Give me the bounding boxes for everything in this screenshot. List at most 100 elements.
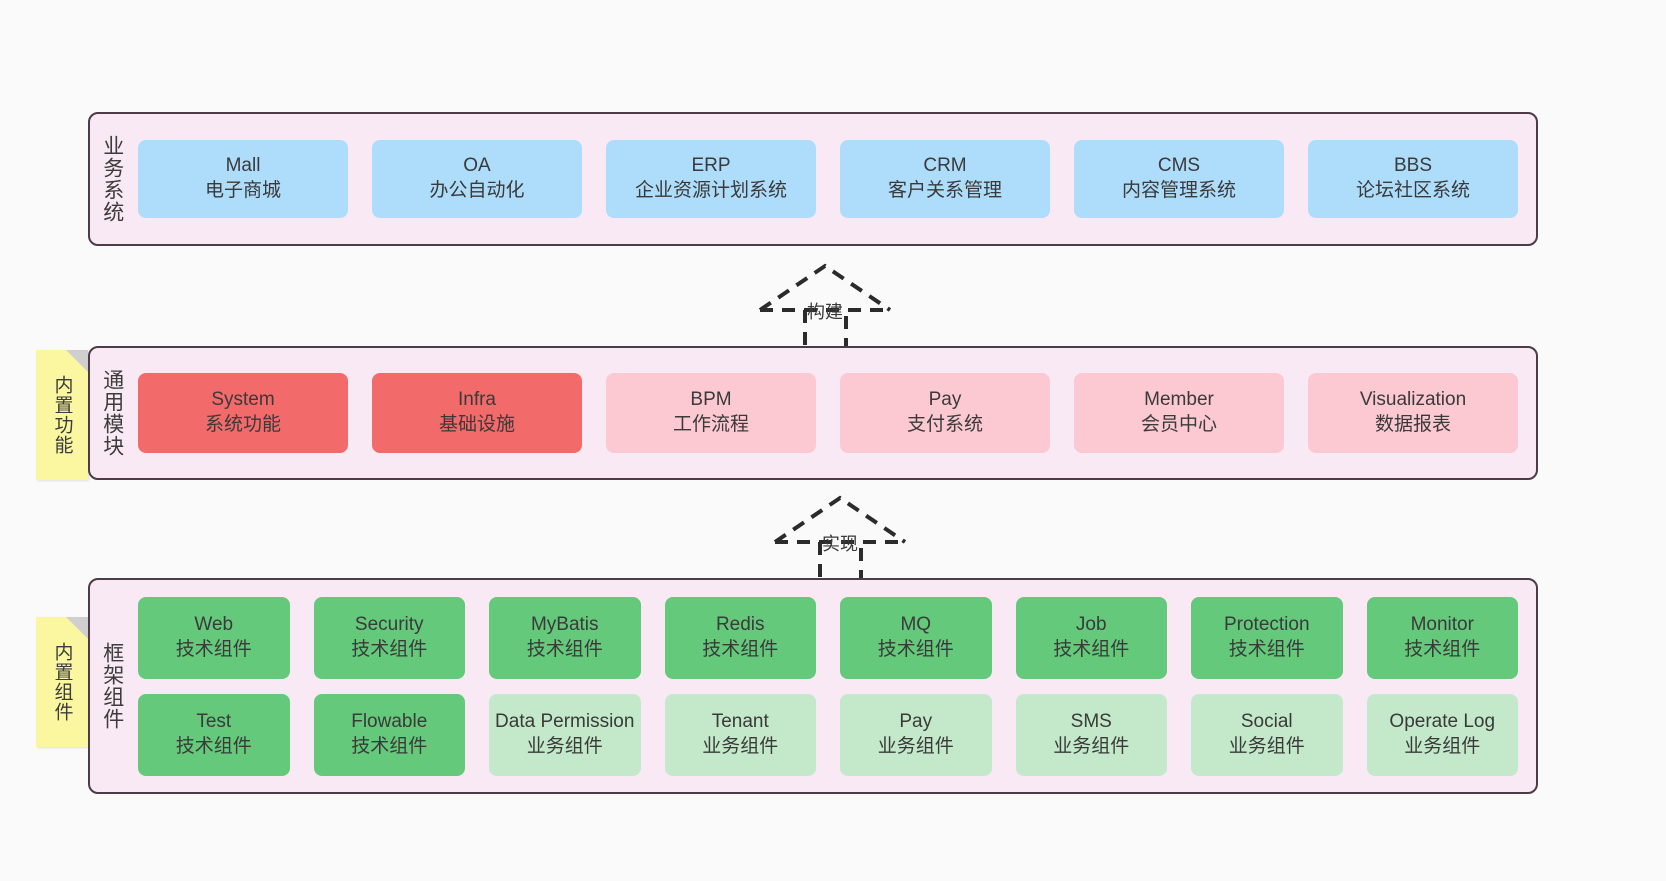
node-title: Job [1075, 613, 1107, 635]
node-mybatis[interactable]: MyBatis 技术组件 [489, 596, 641, 679]
node-subtitle: 技术组件 [1053, 638, 1130, 660]
layer-common-module: 通用模块 System 系统功能 Infra 基础设施 BPM 工作流程 Pay… [88, 346, 1538, 480]
node-title: System [211, 389, 275, 411]
node-pay[interactable]: Pay 支付系统 [840, 373, 1050, 453]
note-label: 内置功能 [51, 375, 73, 455]
node-subtitle: 业务组件 [877, 735, 954, 757]
node-title: MyBatis [530, 613, 599, 635]
layer-row-business: Test 技术组件 Flowable 技术组件 Data Permission … [138, 693, 1518, 776]
node-crm[interactable]: CRM 客户关系管理 [840, 140, 1050, 218]
layer-row-tech: Web 技术组件 Security 技术组件 MyBatis 技术组件 Redi… [138, 596, 1518, 679]
node-flowable[interactable]: Flowable 技术组件 [313, 693, 465, 776]
node-pay-component[interactable]: Pay 业务组件 [840, 693, 992, 776]
node-member[interactable]: Member 会员中心 [1074, 373, 1284, 453]
node-title: Protection [1223, 613, 1310, 635]
node-protection[interactable]: Protection 技术组件 [1191, 596, 1343, 679]
node-subtitle: 业务组件 [526, 735, 603, 757]
node-title: BPM [690, 389, 732, 411]
node-infra[interactable]: Infra 基础设施 [372, 373, 582, 453]
node-subtitle: 技术组件 [1228, 638, 1305, 660]
connector-build-label: 构建 [807, 302, 843, 322]
layer-business-system: 业务系统 Mall 电子商城 OA 办公自动化 ERP 企业资源计划系统 CRM… [88, 112, 1538, 246]
node-title: Visualization [1359, 389, 1467, 411]
layer-row: Mall 电子商城 OA 办公自动化 ERP 企业资源计划系统 CRM 客户关系… [138, 140, 1518, 218]
node-title: MQ [900, 613, 932, 635]
node-subtitle: 基础设施 [438, 414, 515, 435]
node-test[interactable]: Test 技术组件 [138, 693, 290, 776]
node-visualization[interactable]: Visualization 数据报表 [1308, 373, 1518, 453]
connector-implement-label: 实现 [822, 534, 858, 554]
node-bpm[interactable]: BPM 工作流程 [606, 373, 816, 453]
node-sms[interactable]: SMS 业务组件 [1015, 693, 1167, 776]
node-subtitle: 内容管理系统 [1121, 180, 1236, 201]
node-tenant[interactable]: Tenant 业务组件 [664, 693, 816, 776]
layer-row: System 系统功能 Infra 基础设施 BPM 工作流程 Pay 支付系统… [138, 373, 1518, 453]
node-web[interactable]: Web 技术组件 [138, 596, 290, 679]
node-subtitle: 系统功能 [204, 414, 281, 435]
connector-build-shape [758, 263, 892, 356]
connector-build: 构建 [750, 258, 900, 358]
node-title: CMS [1157, 155, 1201, 177]
node-title: Redis [715, 613, 765, 635]
note-builtin-feature: 内置功能 [36, 350, 88, 480]
node-title: Mall [225, 155, 261, 177]
node-subtitle: 技术组件 [175, 638, 252, 660]
node-title: Test [196, 710, 232, 732]
node-title: Data Permission [495, 710, 635, 732]
node-subtitle: 业务组件 [1053, 735, 1130, 757]
node-title: Tenant [711, 710, 769, 732]
node-title: Monitor [1410, 613, 1474, 635]
node-subtitle: 客户关系管理 [887, 180, 1002, 201]
node-subtitle: 业务组件 [1404, 735, 1481, 757]
node-subtitle: 业务组件 [702, 735, 779, 757]
node-social[interactable]: Social 业务组件 [1191, 693, 1343, 776]
node-title: Pay [928, 389, 962, 411]
node-title: Infra [457, 389, 497, 411]
node-subtitle: 会员中心 [1140, 414, 1217, 435]
node-title: CRM [923, 155, 967, 177]
layer-framework-component: 框架组件 Web 技术组件 Security 技术组件 MyBatis 技术组件… [88, 578, 1538, 794]
node-job[interactable]: Job 技术组件 [1015, 596, 1167, 679]
node-subtitle: 办公自动化 [429, 180, 525, 201]
node-title: ERP [691, 155, 731, 177]
node-title: OA [463, 155, 491, 177]
layer-body-common-module: System 系统功能 Infra 基础设施 BPM 工作流程 Pay 支付系统… [134, 348, 1536, 478]
node-oa[interactable]: OA 办公自动化 [372, 140, 582, 218]
node-mq[interactable]: MQ 技术组件 [840, 596, 992, 679]
note-builtin-component: 内置组件 [36, 617, 88, 747]
layer-title-business-system: 业务系统 [100, 135, 124, 223]
node-subtitle: 技术组件 [351, 735, 428, 757]
connector-implement-shape [773, 495, 907, 588]
node-subtitle: 数据报表 [1374, 414, 1451, 435]
node-bbs[interactable]: BBS 论坛社区系统 [1308, 140, 1518, 218]
layer-body-business-system: Mall 电子商城 OA 办公自动化 ERP 企业资源计划系统 CRM 客户关系… [134, 114, 1536, 244]
layer-body-framework-component: Web 技术组件 Security 技术组件 MyBatis 技术组件 Redi… [134, 580, 1536, 792]
node-cms[interactable]: CMS 内容管理系统 [1074, 140, 1284, 218]
node-operate-log[interactable]: Operate Log 业务组件 [1366, 693, 1518, 776]
node-subtitle: 业务组件 [1228, 735, 1305, 757]
node-mall[interactable]: Mall 电子商城 [138, 140, 348, 218]
node-redis[interactable]: Redis 技术组件 [664, 596, 816, 679]
node-title: SMS [1070, 710, 1112, 732]
layer-title-framework-component: 框架组件 [100, 642, 124, 730]
note-label: 内置组件 [51, 642, 73, 722]
node-security[interactable]: Security 技术组件 [313, 596, 465, 679]
node-subtitle: 技术组件 [175, 735, 252, 757]
node-erp[interactable]: ERP 企业资源计划系统 [606, 140, 816, 218]
node-subtitle: 技术组件 [877, 638, 954, 660]
node-title: Security [354, 613, 424, 635]
node-system[interactable]: System 系统功能 [138, 373, 348, 453]
node-subtitle: 企业资源计划系统 [634, 180, 787, 201]
node-subtitle: 技术组件 [702, 638, 779, 660]
node-subtitle: 论坛社区系统 [1355, 180, 1470, 201]
node-subtitle: 技术组件 [351, 638, 428, 660]
node-subtitle: 支付系统 [906, 414, 983, 435]
node-title: Web [194, 613, 234, 635]
node-title: Operate Log [1389, 710, 1496, 732]
node-data-permission[interactable]: Data Permission 业务组件 [489, 693, 641, 776]
node-subtitle: 技术组件 [526, 638, 603, 660]
layer-title-common-module: 通用模块 [100, 369, 124, 457]
node-title: Flowable [351, 710, 428, 732]
node-monitor[interactable]: Monitor 技术组件 [1366, 596, 1518, 679]
